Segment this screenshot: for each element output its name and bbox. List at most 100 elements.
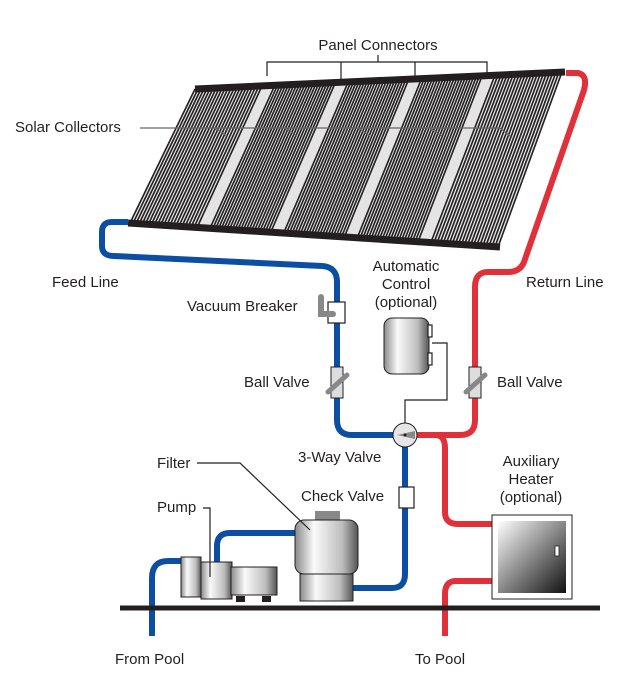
- bottom-header-pipe: [127, 219, 501, 251]
- three-way-valve-label: 3-Way Valve: [298, 449, 381, 466]
- collector-tube: [220, 84, 287, 230]
- collector-tube: [491, 72, 557, 247]
- collector-tube: [386, 76, 453, 241]
- collector-tube: [223, 84, 290, 230]
- solar-collectors: [129, 71, 563, 248]
- collector-tube: [375, 77, 442, 240]
- collector-tube: [451, 73, 518, 245]
- collector-tube: [497, 71, 563, 248]
- collector-tube: [463, 73, 530, 246]
- collector-tube: [236, 83, 304, 231]
- collector-tube: [400, 76, 467, 241]
- collector-tube: [299, 80, 366, 235]
- collector-tube: [332, 79, 399, 237]
- collector-tube: [389, 76, 456, 241]
- to-pool-label: To Pool: [415, 651, 465, 668]
- collector-tube: [291, 81, 358, 234]
- auxiliary-heater-label-2: Heater: [508, 471, 553, 488]
- collector-tube: [258, 82, 326, 232]
- collector-tube: [168, 86, 236, 226]
- collector-tube: [190, 85, 257, 228]
- three-way-valve[interactable]: [392, 422, 418, 448]
- collector-tube: [225, 84, 293, 230]
- collector-tube: [239, 83, 306, 231]
- collector-tube: [436, 74, 502, 244]
- collector-tube: [430, 74, 496, 243]
- collector-tube: [408, 75, 475, 242]
- collector-tube: [494, 71, 560, 248]
- collector-tube: [488, 72, 554, 247]
- collector-tube: [417, 75, 483, 243]
- collector-panel: [282, 78, 410, 238]
- collector-tube: [214, 84, 282, 229]
- auxiliary-heater-label-3: (optional): [500, 489, 563, 506]
- collector-tube: [343, 78, 410, 238]
- top-header-pipe: [194, 68, 566, 93]
- collector-tube: [356, 78, 423, 239]
- collector-tube: [329, 79, 396, 237]
- collector-tube: [293, 81, 360, 235]
- filter[interactable]: [294, 511, 359, 602]
- collector-tube: [485, 72, 551, 247]
- collector-tube: [481, 72, 548, 247]
- collector-tube: [181, 86, 248, 227]
- collector-tube: [403, 76, 470, 242]
- collector-tube: [153, 87, 221, 225]
- collector-tube: [178, 86, 245, 227]
- ball-valve-right[interactable]: [463, 366, 488, 399]
- pump-to-filter-pipe: [214, 530, 296, 562]
- collector-tube: [475, 72, 542, 246]
- solar-collectors-label: Solar Collectors: [15, 119, 121, 136]
- collector-tube: [231, 83, 298, 230]
- collector-tube: [285, 81, 352, 234]
- collector-tube: [253, 82, 320, 232]
- return-line-label: Return Line: [526, 274, 604, 291]
- collector-tube: [460, 73, 527, 245]
- collector-tube: [378, 77, 445, 240]
- collector-tube: [392, 76, 459, 241]
- collector-tube: [318, 79, 385, 236]
- collector-tube: [340, 78, 407, 238]
- auxiliary-heater[interactable]: [491, 514, 573, 600]
- vacuum-breaker[interactable]: [318, 294, 346, 324]
- collector-panel: [430, 71, 563, 248]
- collector-tube: [288, 81, 355, 234]
- collector-tube: [362, 77, 428, 239]
- collector-tube: [395, 76, 461, 241]
- collector-panel: [356, 75, 483, 243]
- automatic-control-label-1: Automatic: [373, 258, 440, 275]
- check-valve[interactable]: [398, 486, 415, 509]
- collector-tube: [138, 88, 205, 224]
- automatic-control[interactable]: [383, 317, 433, 375]
- auxiliary-heater-label-1: Auxiliary: [503, 453, 560, 470]
- control-wire: [404, 342, 448, 423]
- pump[interactable]: [180, 556, 278, 602]
- from-pool-label: From Pool: [115, 651, 184, 668]
- collector-tube: [324, 79, 391, 237]
- collector-tube: [338, 79, 405, 237]
- collector-tube: [359, 78, 426, 239]
- collector-tube: [193, 85, 260, 228]
- collector-tube: [132, 88, 199, 224]
- automatic-control-label-2: Control: [382, 276, 430, 293]
- to-pool-pipe: [442, 578, 492, 636]
- collector-panel: [209, 82, 337, 233]
- collector-tube: [245, 83, 312, 231]
- ball-valve-left[interactable]: [325, 366, 350, 399]
- collector-tube: [335, 79, 402, 237]
- collector-tube: [327, 79, 394, 237]
- collector-tube: [406, 75, 472, 242]
- collector-tube: [445, 74, 511, 244]
- vacuum-breaker-icon: [318, 294, 336, 317]
- collector-tube: [304, 80, 371, 235]
- feed-line-pipe: [99, 219, 393, 438]
- collector-tube: [270, 82, 337, 233]
- collector-tube: [135, 88, 202, 224]
- collector-tube: [414, 75, 481, 242]
- collector-tube: [472, 72, 539, 246]
- collector-tube: [250, 83, 317, 232]
- collector-tube: [310, 80, 377, 236]
- filter-leader: [197, 462, 311, 531]
